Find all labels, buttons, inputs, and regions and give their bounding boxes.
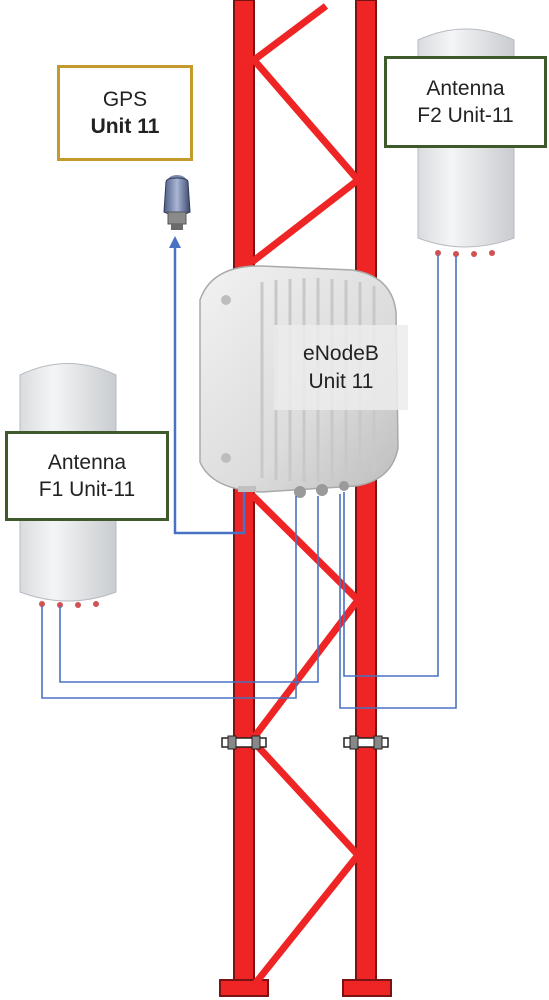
- enodeb-label-title: eNodeB: [303, 341, 379, 365]
- pole-clamp-icon: [343, 735, 389, 750]
- antenna-f2-cable-b: [339, 256, 457, 709]
- antenna-f2-cable-a: [343, 255, 439, 677]
- gps-cable: [173, 244, 246, 535]
- antenna-f2-label-title: Antenna: [426, 77, 505, 100]
- top-bracing: [248, 3, 364, 265]
- gps-cable-arrowhead: [169, 236, 181, 248]
- antenna-f1-label-unit: F1 Unit-11: [38, 478, 136, 501]
- gps-label-unit: Unit 11: [90, 115, 160, 138]
- enodeb-label: eNodeB Unit 11: [274, 325, 408, 410]
- antenna-f1-label-box: Antenna F1 Unit-11: [5, 431, 169, 521]
- cable-set: [41, 236, 457, 709]
- antenna-f2-label-unit: F2 Unit-11: [417, 104, 514, 127]
- gps-label-title: GPS: [102, 88, 148, 111]
- bottom-bracing: [247, 492, 363, 988]
- right-tower-foot: [342, 979, 392, 997]
- antenna-f1-cable-a: [59, 496, 319, 683]
- gps-label-box: GPS Unit 11: [57, 65, 193, 161]
- right-tower-leg: [355, 0, 377, 986]
- enodeb-label-unit: Unit 11: [308, 369, 374, 393]
- pole-clamp-icon: [221, 735, 267, 750]
- left-tower-foot: [219, 979, 269, 997]
- antenna-f1-label-title: Antenna: [47, 451, 127, 474]
- tower-structure: [219, 0, 392, 997]
- antenna-f1-cable-b: [41, 496, 297, 699]
- gps-receiver-icon: [163, 175, 191, 230]
- antenna-f2-label-box: Antenna F2 Unit-11: [384, 56, 547, 148]
